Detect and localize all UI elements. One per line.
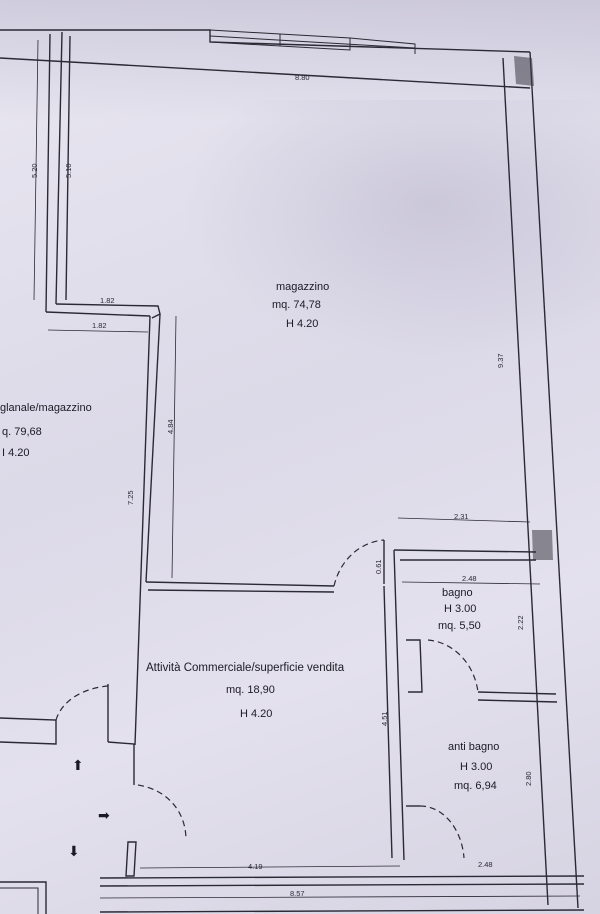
top-window-sill [209, 35, 416, 49]
inner-wall-vertical-b [145, 313, 161, 583]
door-swing-entrance [137, 784, 187, 841]
room-name-left: glanale/magazzino [0, 402, 92, 414]
room-name-magazzino: magazzino [276, 281, 330, 293]
room-area-antibagno: mq. 6,94 [454, 780, 497, 792]
bath-wall-left-a [383, 585, 393, 859]
dim-937: 9.37 [496, 353, 505, 368]
dim-line-857 [99, 895, 581, 899]
top-wall-inner [0, 57, 531, 89]
left-wall-c [65, 35, 71, 301]
dim-line-248 [401, 581, 541, 585]
bottom-wall-c [99, 909, 585, 913]
magazzino-bottom-wall [145, 581, 335, 587]
dim-line-182 [47, 329, 149, 333]
dim-line-520 [33, 39, 39, 301]
room-name-commerciale: Attività Commerciale/superficie vendita [146, 662, 345, 674]
room-height-antibagno: H 3.00 [460, 761, 493, 773]
dim-725: 7.25 [126, 490, 135, 505]
room-area-magazzino: mq. 74,78 [272, 299, 321, 311]
top-window-3 [349, 37, 416, 54]
door-swing-bagno [427, 639, 479, 693]
room-height-bagno: H 3.00 [444, 603, 477, 615]
room-area-commerciale: mq. 18,90 [226, 684, 275, 696]
arrow-up-icon: ⬆ [72, 757, 84, 773]
bath-wall-top [393, 549, 537, 553]
bottom-left-inner [0, 887, 39, 914]
room-height-left: I 4.20 [2, 447, 30, 459]
dim-left-510: 5.10 [64, 163, 73, 178]
dim-top-width: 8.80 [295, 73, 310, 82]
bagno-wall-bottom [477, 691, 557, 695]
dim-line-484 [171, 315, 177, 579]
arrow-down-icon: ⬇ [68, 843, 80, 859]
dim-484: 4.84 [166, 419, 175, 434]
right-wall-inner [502, 57, 549, 906]
dim-248-bottom: 2.48 [478, 860, 493, 869]
arrow-right-icon: ➡ [98, 807, 110, 823]
pillar-right [532, 530, 553, 560]
bottom-wall-a [99, 875, 585, 879]
dim-231: 2.31 [454, 512, 469, 521]
room-area-left: q. 79,68 [2, 426, 42, 438]
bottom-wall-b [99, 883, 585, 887]
door-swing-antibagno [419, 805, 465, 859]
dim-248-top: 2.48 [462, 574, 477, 583]
left-wall-a [45, 33, 51, 313]
room-area-bagno: mq. 5,50 [438, 620, 481, 632]
left-wall-b [55, 31, 63, 305]
dim-left-520: 5.20 [30, 163, 39, 178]
dim-451: 4.51 [380, 711, 389, 726]
magazzino-bottom-wall-2 [147, 589, 335, 593]
room-height-magazzino: H 4.20 [286, 318, 319, 330]
bagno-wall-bottom-2 [477, 699, 558, 703]
notch-wall-bottom [45, 311, 151, 317]
room-height-commerciale: H 4.20 [240, 708, 273, 720]
bath-wall-left-b [393, 549, 405, 861]
dim-280: 2.80 [524, 771, 533, 786]
dim-182-upper: 1.82 [100, 296, 115, 305]
room-name-antibagno: anti bagno [448, 741, 500, 753]
room-name-bagno: bagno [442, 587, 473, 599]
dim-857: 8.57 [290, 889, 305, 898]
bottom-left-block [0, 881, 47, 914]
door-swing-left [55, 685, 109, 721]
dim-line-231 [397, 517, 531, 523]
entrance-wall [107, 741, 135, 785]
notch-wall-top [55, 303, 161, 319]
dim-419: 4.19 [248, 862, 263, 871]
inner-wall-vertical-a [134, 315, 151, 746]
dim-182-lower: 1.82 [92, 321, 107, 330]
dim-222: 2.22 [516, 615, 525, 630]
corner-pillar-top [514, 56, 534, 86]
right-wall-outer [529, 51, 579, 909]
left-room-wall-bottom [0, 717, 57, 745]
bagno-door-jamb [406, 639, 423, 693]
dim-line-419 [139, 865, 401, 869]
entrance-pillar [125, 841, 137, 877]
dim-061: 0.61 [374, 559, 383, 574]
